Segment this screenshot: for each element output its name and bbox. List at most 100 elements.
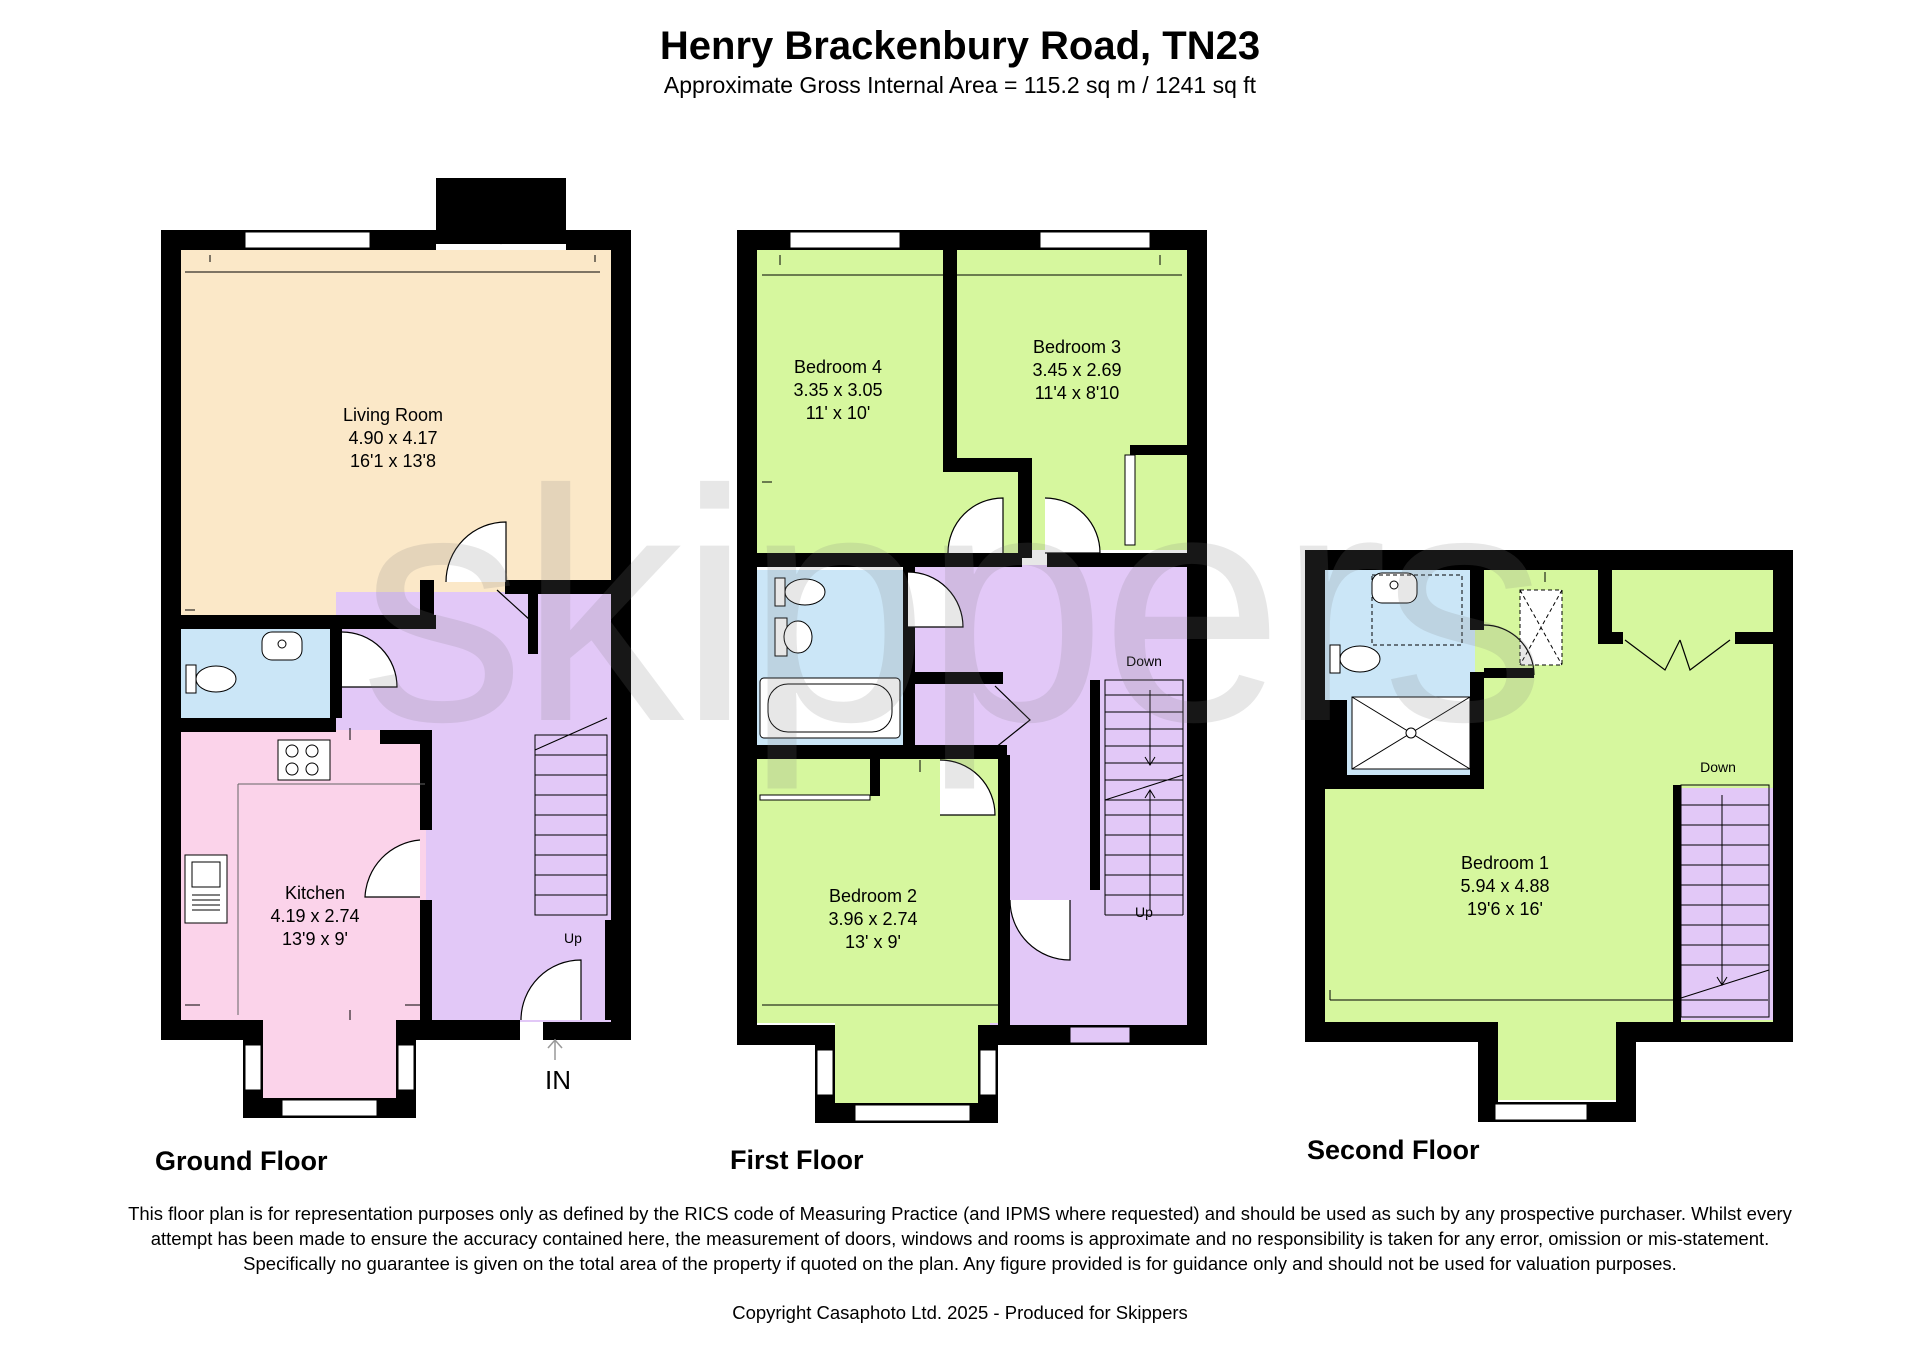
ground-inner-wall [420,730,432,830]
ground-inner-wall [528,594,538,654]
bedroom2-metric: 3.96 x 2.74 [828,909,917,929]
bath-icon [759,677,901,739]
kitchen-imperial: 13'9 x 9' [282,929,348,949]
kitchen-name: Kitchen [285,883,345,903]
door-swing [939,759,996,816]
window [1494,1103,1588,1121]
second-stairs-area [1678,788,1773,1020]
ground-inner-wall [420,580,434,615]
skippers-watermark: skippers [360,421,1541,792]
ground-inner-wall [380,730,426,744]
first-inner-wall [998,755,1010,1025]
door-swing [364,839,421,898]
first-basin [774,617,813,657]
second-inner-wall [1598,632,1623,644]
wardrobe [1124,454,1136,546]
second-wall-segment [1616,1022,1793,1042]
second-inner-wall [1470,570,1484,630]
first-inner-wall [1130,445,1187,455]
second-inner-wall [1484,668,1534,678]
shower-tray-icon [1351,696,1471,770]
stair-arrow-icon [1716,795,1728,986]
window [979,1049,997,1096]
copyright-text: Copyright Casaphoto Ltd. 2025 - Produced… [732,1302,1188,1323]
bedroom2-bay-area [835,1023,990,1115]
dimension-arrow [185,255,600,1020]
window [816,1049,834,1096]
second-wall-segment [1773,550,1793,1042]
window [789,231,901,249]
door-swing [1044,497,1101,554]
door-swing [445,521,507,583]
living-room-imperial: 16'1 x 13'8 [350,451,436,471]
first-stairs-down [1104,679,1184,801]
ground-inner-wall [181,718,336,732]
entrance-arrow-icon [547,1038,563,1060]
stair-arrow-icon [1144,690,1156,910]
bedroom2-name: Bedroom 2 [829,886,917,906]
first-wall-segment [737,1025,835,1045]
bedroom3-metric: 3.45 x 2.69 [1032,360,1121,380]
second-wall-segment [1305,550,1325,1042]
window [397,1044,415,1091]
bedroom1-name: Bedroom 1 [1461,853,1549,873]
second-inner-wall [1598,570,1612,642]
door-swing [947,497,1004,554]
ground-wc-basin [261,631,303,661]
second-inner-wall [1325,775,1484,789]
stair-rail [605,920,611,1020]
ground-floor-label: Ground Floor [155,1146,328,1176]
ground-inner-wall [181,615,436,629]
living-room-metric: 4.90 x 4.17 [348,428,437,448]
ground-wall-segment [161,1020,255,1040]
window [281,1099,378,1117]
first-floor-plan: Bedroom 4 3.35 x 3.05 11' x 10' Bedroom … [737,230,1207,1123]
first-stairs-up-label: Up [1135,904,1153,920]
second-stairs-down [1680,784,1770,1018]
stair-treads [534,717,608,896]
first-wall-segment [737,230,757,1045]
door-swing [496,589,531,621]
stair-treads [1104,694,1184,916]
window [854,1104,971,1122]
ground-inner-wall [330,628,342,718]
bedroom4-metric: 3.35 x 3.05 [793,380,882,400]
second-inner-wall [1735,632,1773,644]
living-room-name: Living Room [343,405,443,425]
french-door [437,179,502,245]
second-inner-wall [1673,785,1681,1022]
skylight-icon [1519,589,1563,666]
ground-wall-segment [161,230,181,1040]
first-inner-wall [757,553,1022,567]
ground-stairs-up-label: Up [564,930,582,946]
second-stairs-down-label: Down [1700,759,1736,775]
stair-treads [1680,804,1770,999]
bedroom1-imperial: 19'6 x 16' [1467,899,1543,919]
bedroom1-bay-area [1498,1022,1616,1100]
second-wall-segment [1616,1022,1636,1122]
first-inner-wall [1047,553,1187,567]
bedroom1-metric: 5.94 x 4.88 [1460,876,1549,896]
door-swing [907,571,964,628]
cupboard-door [994,685,1031,749]
second-wall-segment [1478,1022,1498,1122]
bedroom2-imperial: 13' x 9' [845,932,901,952]
entrance-label: IN [545,1065,571,1095]
kitchen-metric: 4.19 x 2.74 [270,906,359,926]
window [1069,1026,1131,1044]
kitchen-bay-area [255,1020,405,1100]
second-inner-wall [1325,700,1347,775]
second-floor-label: Second Floor [1307,1135,1480,1165]
disclaimer-text: This floor plan is for representation pu… [128,1203,1792,1274]
door-swing [1483,624,1535,676]
wardrobe [759,794,871,801]
first-inner-wall [903,672,1003,684]
ground-stairs [534,734,608,916]
living-room-area [181,250,611,615]
first-inner-wall [943,250,957,465]
page-title: Henry Brackenbury Road, TN23 [659,24,1261,68]
ensuite-shower-outline [1371,574,1463,646]
first-wall-segment [1187,230,1207,1045]
sink-icon [184,854,228,924]
